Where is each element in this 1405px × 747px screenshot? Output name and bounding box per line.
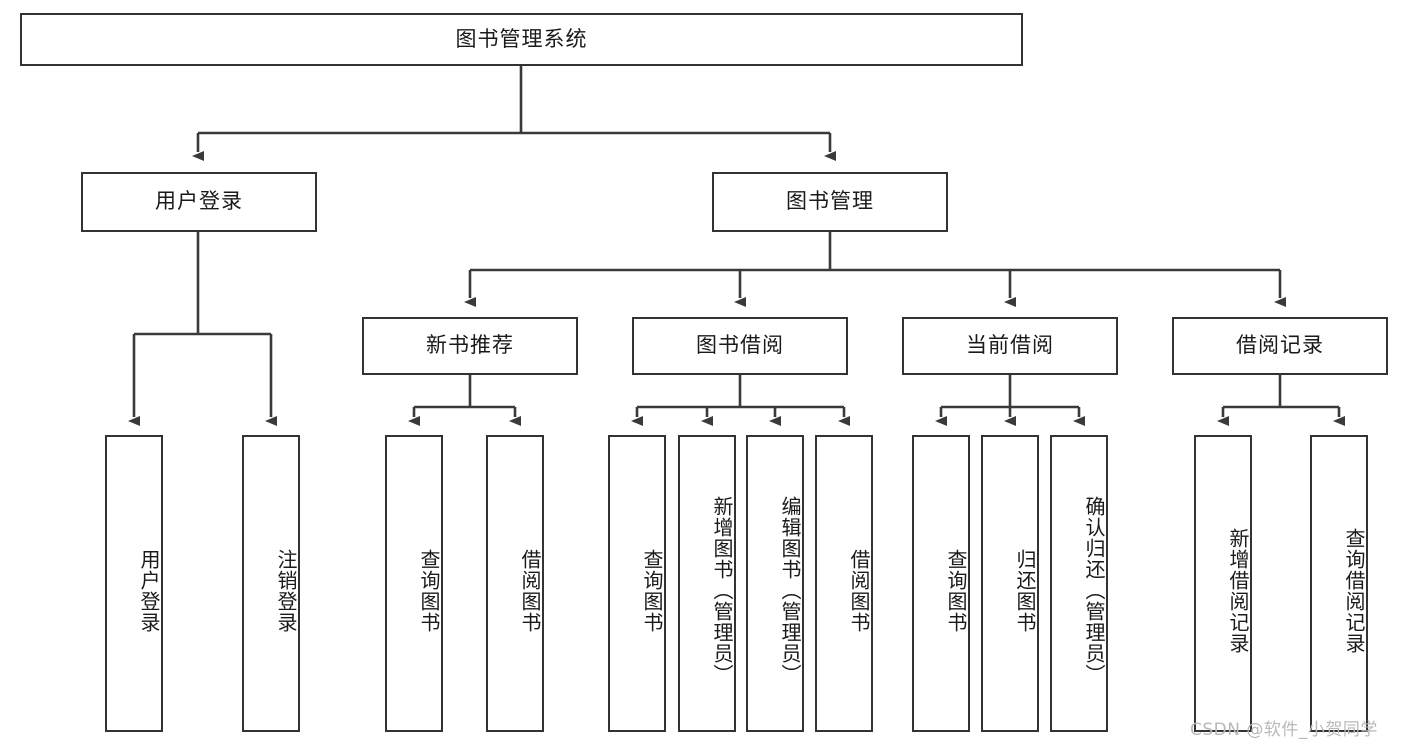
node-label: 借阅记录 (1236, 333, 1324, 358)
leaf-current-confirm-return[interactable]: 确认归还（管理员） (1050, 435, 1108, 732)
node-borrow-record[interactable]: 借阅记录 (1172, 317, 1388, 375)
node-user-login[interactable]: 用户登录 (81, 172, 317, 232)
node-label: 图书管理 (786, 189, 874, 214)
node-new-book-recommend[interactable]: 新书推荐 (362, 317, 578, 375)
node-label: 用户登录 (137, 548, 161, 633)
node-label: 查询图书 (944, 548, 968, 633)
leaf-record-query-record[interactable]: 查询借阅记录 (1310, 435, 1368, 732)
node-label: 图书借阅 (696, 333, 784, 358)
node-label: 编辑图书（管理员） (778, 496, 802, 685)
node-label: 注销登录 (274, 548, 298, 633)
node-current-borrow[interactable]: 当前借阅 (902, 317, 1118, 375)
csdn-watermark: CSDN @软件_小贺同学 (1190, 720, 1378, 740)
node-label: 新增图书（管理员） (710, 496, 734, 685)
leaf-borrow-edit-book[interactable]: 编辑图书（管理员） (746, 435, 804, 732)
node-label: 查询图书 (640, 548, 664, 633)
leaf-user-login-login[interactable]: 用户登录 (105, 435, 163, 732)
node-label: 借阅图书 (518, 548, 542, 633)
leaf-borrow-borrow-book[interactable]: 借阅图书 (815, 435, 873, 732)
leaf-user-login-logout[interactable]: 注销登录 (242, 435, 300, 732)
node-label: 归还图书 (1013, 548, 1037, 633)
node-label: 新增借阅记录 (1226, 527, 1250, 654)
node-label: 新书推荐 (426, 333, 514, 358)
node-label: 确认归还（管理员） (1082, 496, 1106, 685)
leaf-current-query-book[interactable]: 查询图书 (912, 435, 970, 732)
leaf-current-return-book[interactable]: 归还图书 (981, 435, 1039, 732)
leaf-borrow-query-book[interactable]: 查询图书 (608, 435, 666, 732)
node-label: 查询图书 (417, 548, 441, 633)
leaf-new-book-borrow[interactable]: 借阅图书 (486, 435, 544, 732)
node-label: 查询借阅记录 (1342, 527, 1366, 654)
node-label: 图书管理系统 (455, 26, 588, 51)
node-label: 当前借阅 (966, 333, 1054, 358)
node-label: 借阅图书 (847, 548, 871, 633)
node-book-borrow[interactable]: 图书借阅 (632, 317, 848, 375)
node-book-manage[interactable]: 图书管理 (712, 172, 948, 232)
leaf-new-book-query[interactable]: 查询图书 (385, 435, 443, 732)
node-root-book-system[interactable]: 图书管理系统 (20, 13, 1023, 66)
leaf-record-add-record[interactable]: 新增借阅记录 (1194, 435, 1252, 732)
leaf-borrow-add-book[interactable]: 新增图书（管理员） (678, 435, 736, 732)
node-label: 用户登录 (155, 189, 243, 214)
